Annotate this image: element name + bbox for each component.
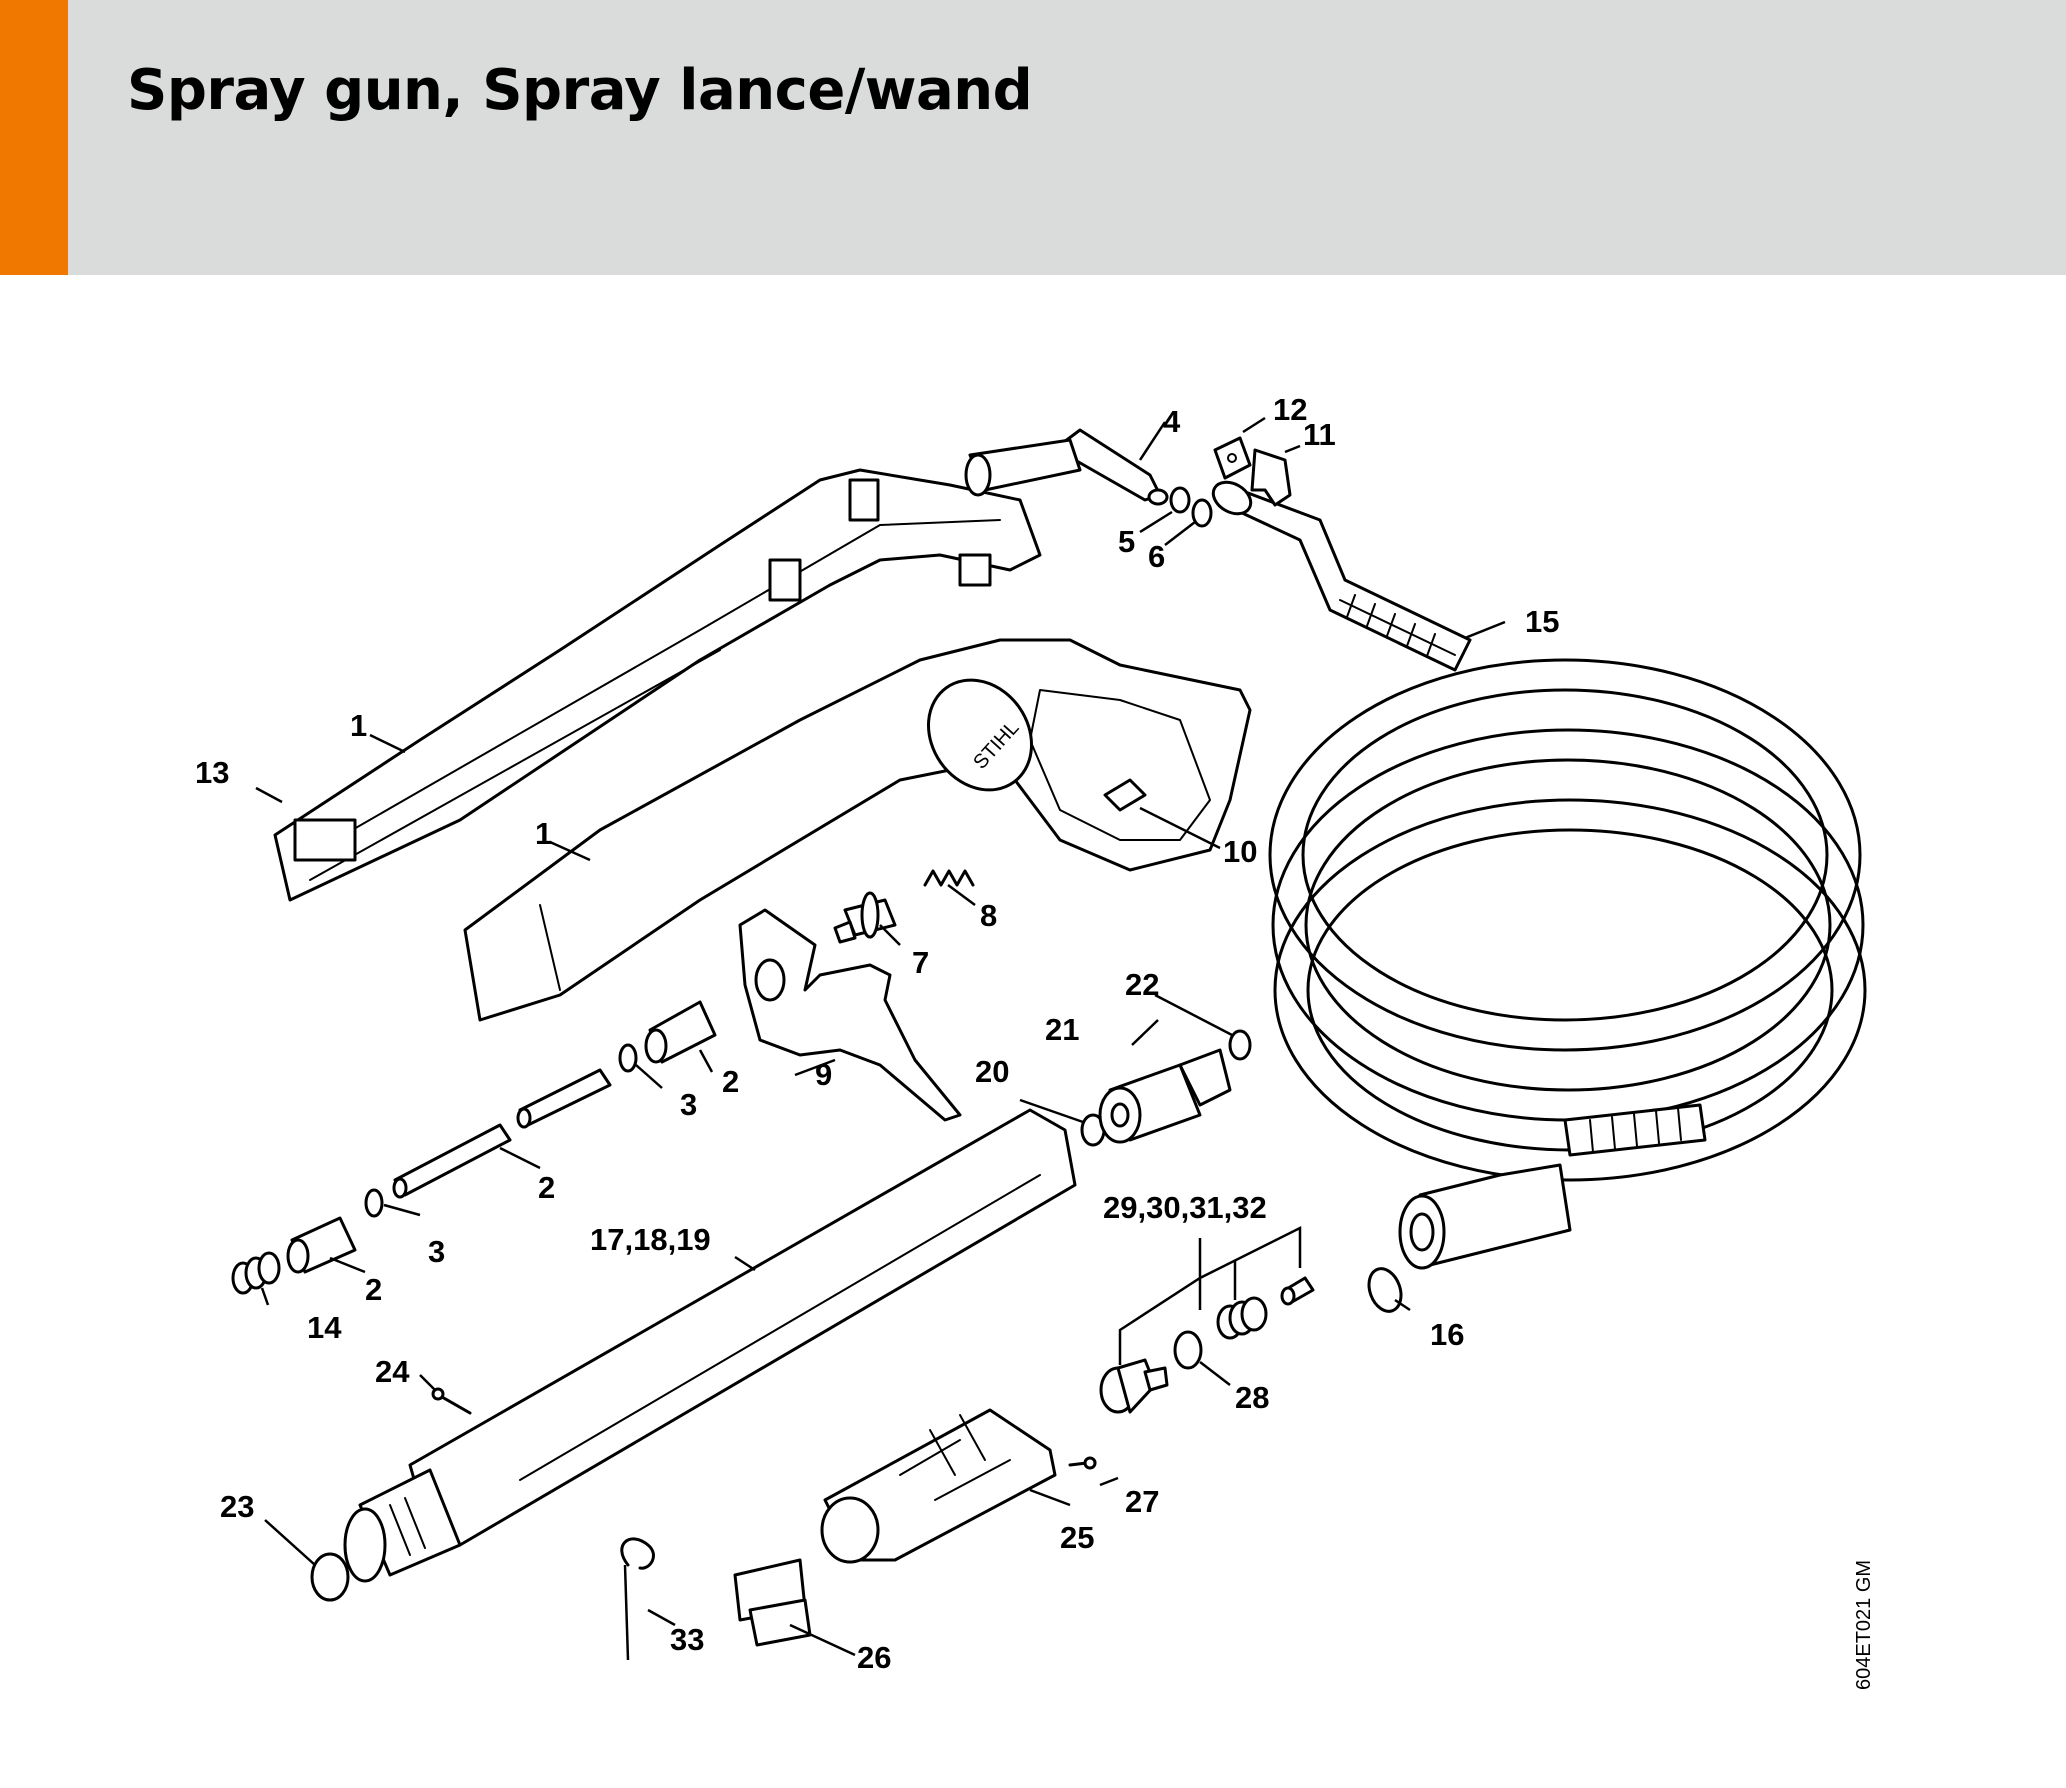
page-title: Spray gun, Spray lance/wand	[127, 58, 1033, 123]
hose-top-fitting	[1211, 480, 1472, 672]
valve-pin-7	[833, 891, 897, 944]
callout-24: 24	[375, 1354, 410, 1389]
connector-tube-4	[964, 428, 1169, 506]
clamp-11	[1250, 448, 1292, 507]
callout-22: 22	[1125, 967, 1159, 1002]
sleeve-2-lower	[286, 1216, 357, 1274]
screw-27	[1068, 1456, 1097, 1470]
callout-2-upper: 2	[722, 1064, 739, 1099]
callout-28: 28	[1235, 1380, 1269, 1415]
o-ring-28	[1173, 1330, 1203, 1370]
nozzle-tip-set	[1099, 1358, 1169, 1414]
retaining-ring-33	[620, 1537, 655, 1661]
tube-2-middle	[516, 1068, 612, 1129]
o-ring-3-lower	[364, 1188, 384, 1218]
callout-27: 27	[1125, 1484, 1159, 1519]
callouts: 1 1 13 4 12 11 5 6 15 10 8 7 22 21 20 9 …	[195, 392, 1559, 1675]
callout-1-rear: 1	[350, 708, 367, 743]
callout-8: 8	[980, 898, 997, 933]
callout-11: 11	[1303, 417, 1336, 452]
hose-bottom-fitting	[1398, 1103, 1707, 1270]
gun-housing-front-half: STIHL	[463, 638, 1252, 1022]
o-ring-16	[1367, 1267, 1403, 1313]
callout-26: 26	[857, 1640, 891, 1675]
label-26	[733, 1558, 812, 1647]
callout-12: 12	[1273, 392, 1307, 427]
callout-21: 21	[1045, 1012, 1079, 1047]
o-ring-3-upper	[618, 1043, 638, 1073]
accent-bar	[0, 0, 68, 275]
nozzle-insert-21	[1098, 1048, 1232, 1144]
spring-14	[231, 1251, 281, 1295]
leader-lines	[255, 416, 1506, 1657]
nozzle-head-25	[820, 1408, 1057, 1564]
spring-8	[923, 869, 975, 887]
header-band: Spray gun, Spray lance/wand	[0, 0, 2066, 275]
bracket-29-32	[1118, 1225, 1302, 1365]
tube-2-lower	[392, 1123, 512, 1199]
callout-3-upper: 3	[680, 1087, 697, 1122]
callout-1-front: 1	[535, 816, 552, 851]
callout-25: 25	[1060, 1520, 1094, 1555]
screw-24	[431, 1387, 472, 1415]
o-ring-23	[310, 1552, 350, 1602]
callout-20: 20	[975, 1054, 1009, 1089]
callout-9: 9	[815, 1057, 832, 1092]
callout-2-lower: 2	[365, 1272, 382, 1307]
callout-10: 10	[1223, 834, 1257, 869]
sleeve-2-upper	[644, 1000, 717, 1064]
callout-2-middle: 2	[538, 1170, 555, 1205]
callout-16: 16	[1430, 1317, 1464, 1352]
hose-coil	[1268, 658, 1867, 1182]
pin-32	[1280, 1276, 1315, 1306]
gun-housing-rear-half	[273, 468, 1042, 902]
o-ring-5-6	[1169, 486, 1213, 528]
callout-3-lower: 3	[428, 1234, 445, 1269]
callout-5: 5	[1118, 524, 1135, 559]
callout-6: 6	[1148, 539, 1165, 574]
callout-23: 23	[220, 1489, 254, 1524]
clip-12	[1213, 436, 1252, 480]
spray-lance	[343, 1108, 1077, 1583]
callout-29-30-31-32: 29,30,31,32	[1103, 1190, 1267, 1225]
figure-reference-code: 604ET021 GM	[1853, 1560, 1875, 1690]
callout-4: 4	[1163, 404, 1181, 439]
callout-33: 33	[670, 1622, 704, 1657]
callout-15: 15	[1525, 604, 1559, 639]
trigger-9	[738, 908, 962, 1122]
callout-17-18-19: 17,18,19	[590, 1222, 711, 1257]
callout-13: 13	[195, 755, 229, 790]
spring-29	[1216, 1296, 1268, 1340]
o-ring-22	[1228, 1029, 1252, 1061]
callout-14: 14	[307, 1310, 342, 1345]
callout-7: 7	[912, 945, 929, 980]
